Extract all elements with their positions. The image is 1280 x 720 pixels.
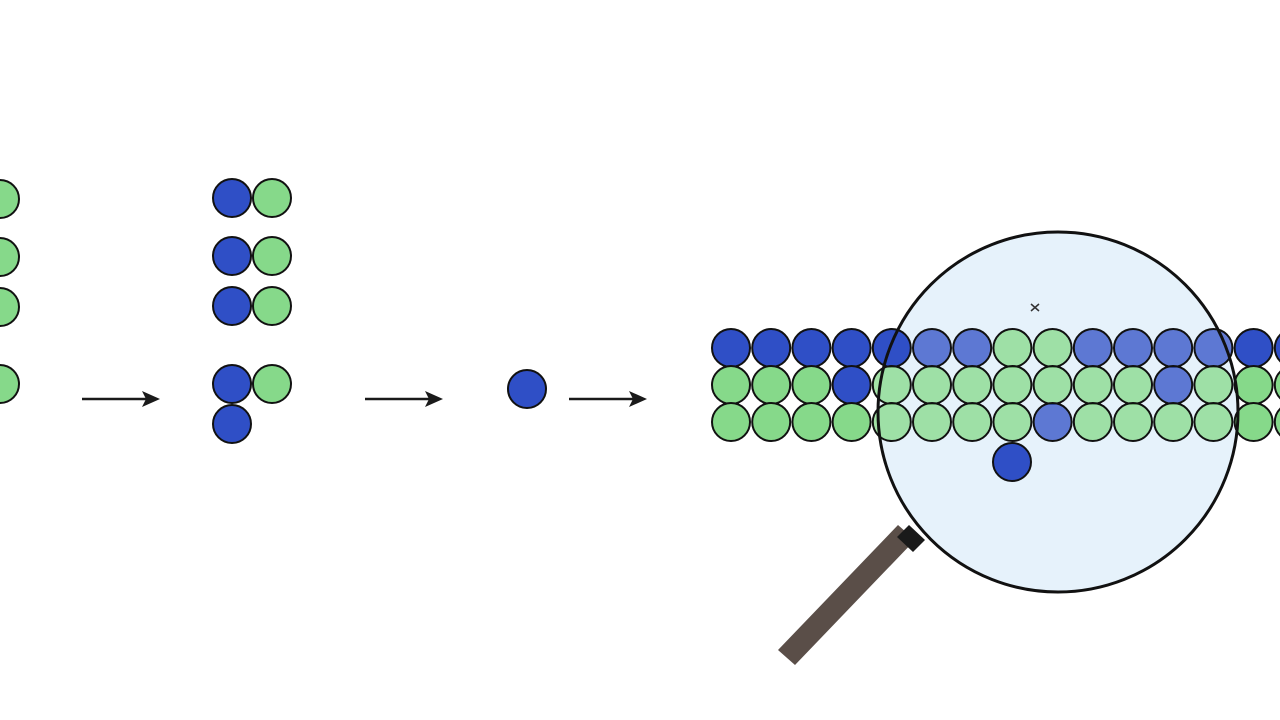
atom-green — [791, 365, 832, 405]
atom-green — [751, 365, 792, 405]
atom-blue — [212, 404, 252, 444]
arrows-group — [82, 391, 647, 407]
atom-green — [871, 402, 912, 442]
atom-blue — [751, 328, 792, 368]
atom-blue — [212, 364, 252, 404]
atom-blue — [711, 328, 751, 368]
atom-blue — [1233, 328, 1274, 368]
atom-green — [1153, 402, 1194, 442]
stage-2-group — [212, 178, 292, 444]
atom-blue — [831, 365, 872, 405]
atom-green — [0, 364, 20, 404]
magnifier-collar — [897, 525, 925, 552]
atom-green — [1113, 365, 1153, 405]
atom-green — [252, 236, 292, 276]
atom-green — [1233, 365, 1274, 405]
atom-green — [912, 402, 952, 442]
atom-blue — [912, 328, 952, 368]
atom-green — [252, 178, 292, 218]
atom-blue — [212, 236, 252, 276]
atom-blue — [212, 178, 252, 218]
atom-blue — [1113, 328, 1153, 368]
atom-green — [1072, 365, 1113, 405]
atom-blue — [952, 328, 993, 368]
atom-blue — [1153, 365, 1194, 405]
atom-green — [1193, 402, 1234, 442]
atom-green — [711, 365, 751, 405]
atom-green — [952, 365, 993, 405]
atom-blue — [992, 442, 1032, 482]
atom-green — [1273, 407, 1280, 437]
lattice-group — [711, 328, 1280, 482]
atom-green — [791, 402, 832, 442]
cross-mark-icon — [1030, 303, 1040, 312]
atom-green — [992, 328, 1033, 368]
atom-blue — [1153, 328, 1194, 368]
atom-green — [0, 237, 20, 277]
right-arrow-icon — [365, 391, 443, 407]
atom-blue — [1032, 402, 1073, 442]
atom-blue — [1072, 328, 1113, 368]
atom-blue — [791, 328, 832, 368]
atom-green — [952, 402, 993, 442]
atom-green — [1193, 365, 1234, 405]
magnifier-rim — [876, 230, 1240, 594]
atom-green — [0, 179, 20, 219]
atom-green — [0, 287, 20, 327]
atom-green — [912, 365, 952, 405]
magnifying-glass-icon — [778, 230, 1240, 665]
atom-green — [992, 402, 1033, 442]
atom-green — [711, 402, 751, 442]
atom-green — [831, 402, 872, 442]
atom-green — [1233, 402, 1274, 442]
magnifier-handle — [778, 525, 915, 665]
atom-green — [1032, 328, 1073, 368]
atom-blue — [831, 328, 872, 368]
atom-green — [1032, 365, 1073, 405]
atom-blue — [507, 369, 547, 409]
atom-green — [1072, 402, 1113, 442]
stage-3-group — [507, 369, 547, 409]
atom-green — [252, 364, 292, 404]
stage-1-group — [0, 179, 20, 404]
atom-green — [751, 402, 792, 442]
atom-green — [1113, 402, 1153, 442]
right-arrow-icon — [82, 391, 160, 407]
atom-blue — [1273, 333, 1280, 363]
atom-blue — [212, 286, 252, 326]
atom-green — [1273, 370, 1280, 400]
atom-blue — [871, 328, 912, 368]
atom-green — [992, 365, 1033, 405]
atom-green — [252, 286, 292, 326]
right-arrow-icon — [569, 391, 647, 407]
